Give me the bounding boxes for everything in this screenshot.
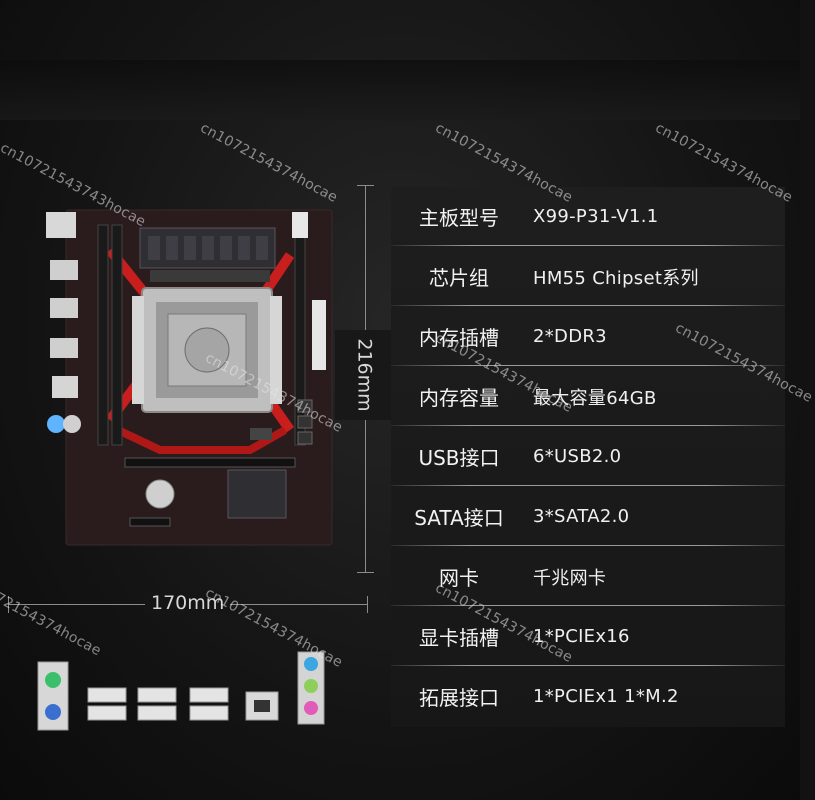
spec-row-gpu-slot: 显卡插槽 1*PCIEx16 xyxy=(391,607,785,666)
height-dimension-cap-top xyxy=(357,185,374,186)
spec-label: 内存插槽 xyxy=(419,326,499,350)
width-dimension-cap-right xyxy=(367,596,368,613)
height-dimension-cap-bottom xyxy=(357,572,374,573)
spec-row-usb: USB接口 6*USB2.0 xyxy=(391,427,785,486)
spec-value: X99-P31-V1.1 xyxy=(533,206,659,227)
spec-value: HM55 Chipset系列 xyxy=(533,267,699,289)
spec-label: 网卡 xyxy=(439,566,479,590)
height-dimension-text: 216mm xyxy=(354,338,377,412)
spec-label: 内存容量 xyxy=(419,386,499,410)
spec-value: 1*PCIEx1 1*M.2 xyxy=(533,686,679,707)
spec-row-chipset: 芯片组 HM55 Chipset系列 xyxy=(391,247,785,306)
spec-value: 最大容量64GB xyxy=(533,387,657,409)
spec-label: SATA接口 xyxy=(414,506,504,530)
spec-value: 3*SATA2.0 xyxy=(533,506,630,527)
spec-value: 2*DDR3 xyxy=(533,326,607,347)
spec-label: 主板型号 xyxy=(419,206,499,230)
spec-label: 显卡插槽 xyxy=(419,626,499,650)
spec-label: USB接口 xyxy=(418,446,500,470)
spec-row-memory-capacity: 内存容量 最大容量64GB xyxy=(391,367,785,426)
spec-row-network: 网卡 千兆网卡 xyxy=(391,547,785,606)
width-dimension-cap-left xyxy=(8,596,9,613)
spec-value: 千兆网卡 xyxy=(533,567,607,589)
spec-value: 1*PCIEx16 xyxy=(533,626,630,647)
height-dimension-label: 216mm xyxy=(335,330,395,420)
spec-row-sata: SATA接口 3*SATA2.0 xyxy=(391,487,785,546)
io-panel xyxy=(37,651,325,731)
spec-row-memory-slots: 内存插槽 2*DDR3 xyxy=(391,307,785,366)
spec-value: 6*USB2.0 xyxy=(533,446,622,467)
background-band xyxy=(0,60,800,120)
width-dimension-text: 170mm xyxy=(145,592,231,614)
spec-row-model: 主板型号 X99-P31-V1.1 xyxy=(391,187,785,246)
spec-table: 主板型号 X99-P31-V1.1 芯片组 HM55 Chipset系列 内存插… xyxy=(391,187,785,727)
spec-label: 拓展接口 xyxy=(419,686,499,710)
spec-label: 芯片组 xyxy=(429,266,489,290)
spec-row-expansion: 拓展接口 1*PCIEx1 1*M.2 xyxy=(391,667,785,726)
